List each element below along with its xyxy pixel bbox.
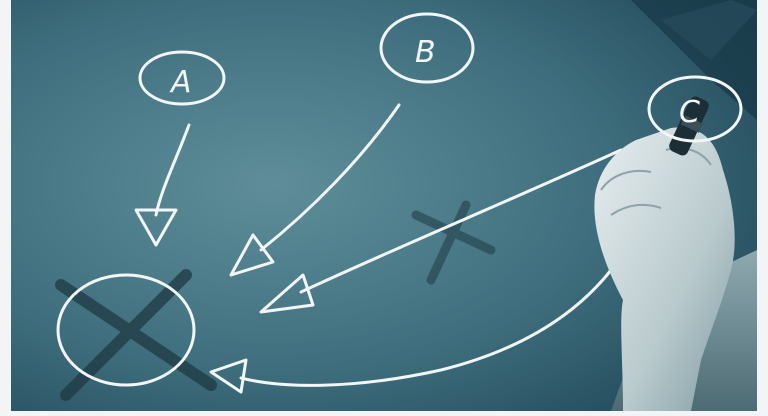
board-scene: A B — [11, 0, 757, 411]
photo-frame: A B — [11, 0, 757, 411]
node-a-label: A — [169, 65, 192, 100]
node-c-label: C — [679, 95, 700, 130]
node-b-label: B — [415, 35, 436, 70]
